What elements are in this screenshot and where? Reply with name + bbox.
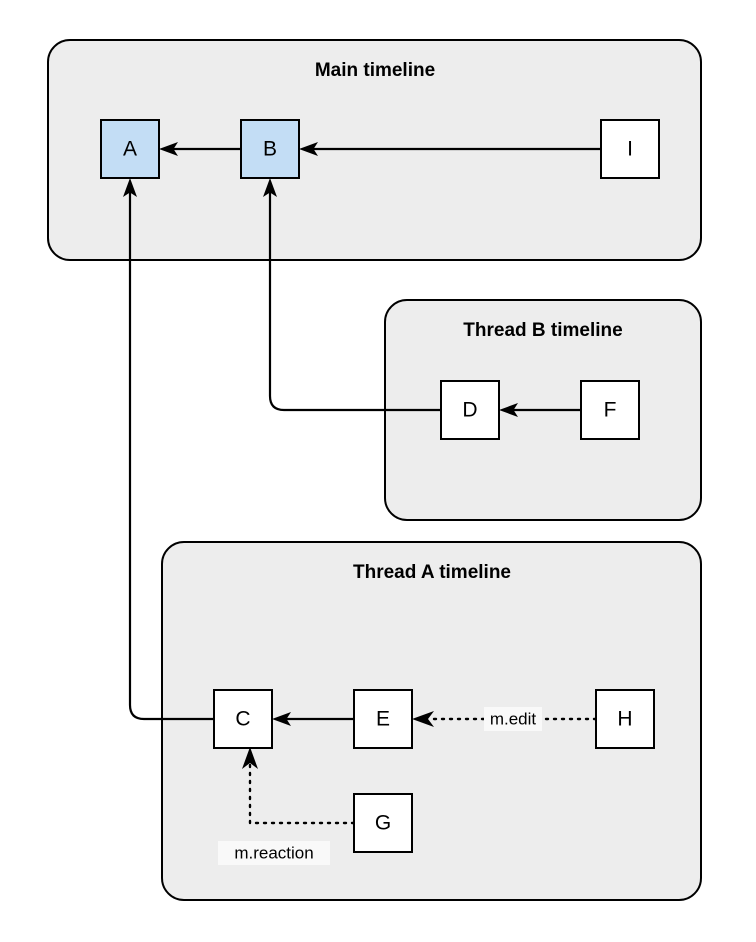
node-c-rect[interactable]	[213, 689, 273, 749]
edge-d-to-b-arrowhead	[263, 178, 277, 197]
edge-label-m-edit-bg	[484, 707, 542, 731]
node-h-rect[interactable]	[595, 689, 655, 749]
group-thread-a-timeline: Thread A timeline	[161, 541, 702, 901]
edge-label-m-reaction-text: m.reaction	[234, 843, 313, 862]
node-d[interactable]: D	[440, 380, 500, 440]
node-a[interactable]: A	[100, 119, 160, 179]
node-i[interactable]: I	[600, 119, 660, 179]
node-i-rect[interactable]	[600, 119, 660, 179]
node-d-rect[interactable]	[440, 380, 500, 440]
edge-i-to-b-arrowhead	[299, 142, 318, 156]
edge-label-m-edit-text: m.edit	[490, 709, 537, 728]
node-d-label: D	[462, 399, 477, 422]
node-a-label: A	[123, 138, 137, 161]
node-b[interactable]: B	[240, 119, 300, 179]
node-e-label: E	[376, 708, 390, 731]
node-h[interactable]: H	[595, 689, 655, 749]
edge-c-to-a	[123, 178, 214, 721]
edge-g-to-c-line	[248, 761, 356, 825]
edge-label-m-edit: m.edit	[484, 707, 542, 731]
group-thread-a-timeline-rect	[161, 541, 702, 901]
node-e-rect[interactable]	[353, 689, 413, 749]
node-g[interactable]: G	[353, 793, 413, 853]
node-f-label: F	[604, 399, 617, 422]
edge-b-to-a-arrowhead	[159, 142, 178, 156]
edge-d-to-b-line	[268, 192, 441, 412]
edge-e-to-c-arrowhead	[272, 712, 291, 726]
edge-f-to-d	[499, 403, 581, 417]
edge-b-to-a	[159, 142, 241, 156]
edge-f-to-d-arrowhead	[499, 403, 518, 417]
node-b-rect[interactable]	[240, 119, 300, 179]
node-b-label: B	[263, 138, 277, 161]
node-i-label: I	[627, 138, 633, 161]
node-f[interactable]: F	[580, 380, 640, 440]
edge-g-to-c	[242, 747, 356, 825]
node-c[interactable]: C	[213, 689, 273, 749]
group-main-timeline-title: Main timeline	[315, 60, 435, 81]
node-g-rect[interactable]	[353, 793, 413, 853]
node-h-label: H	[617, 708, 632, 731]
node-f-rect[interactable]	[580, 380, 640, 440]
edge-e-to-c	[272, 712, 354, 726]
group-thread-a-timeline-title: Thread A timeline	[353, 562, 511, 583]
edge-label-m-reaction-bg	[218, 841, 330, 865]
edge-h-to-e	[412, 711, 598, 727]
node-e[interactable]: E	[353, 689, 413, 749]
edge-c-to-a-arrowhead	[123, 178, 137, 197]
node-c-label: C	[235, 708, 250, 731]
node-a-rect[interactable]	[100, 119, 160, 179]
edge-h-to-e-arrowhead	[412, 711, 434, 727]
edge-i-to-b	[299, 142, 601, 156]
node-g-label: G	[375, 812, 391, 835]
edge-c-to-a-line	[128, 192, 214, 721]
edge-g-to-c-arrowhead	[242, 747, 258, 769]
group-thread-b-timeline-title: Thread B timeline	[463, 320, 622, 341]
edge-label-m-reaction: m.reaction	[218, 841, 330, 865]
edge-d-to-b	[263, 178, 441, 412]
